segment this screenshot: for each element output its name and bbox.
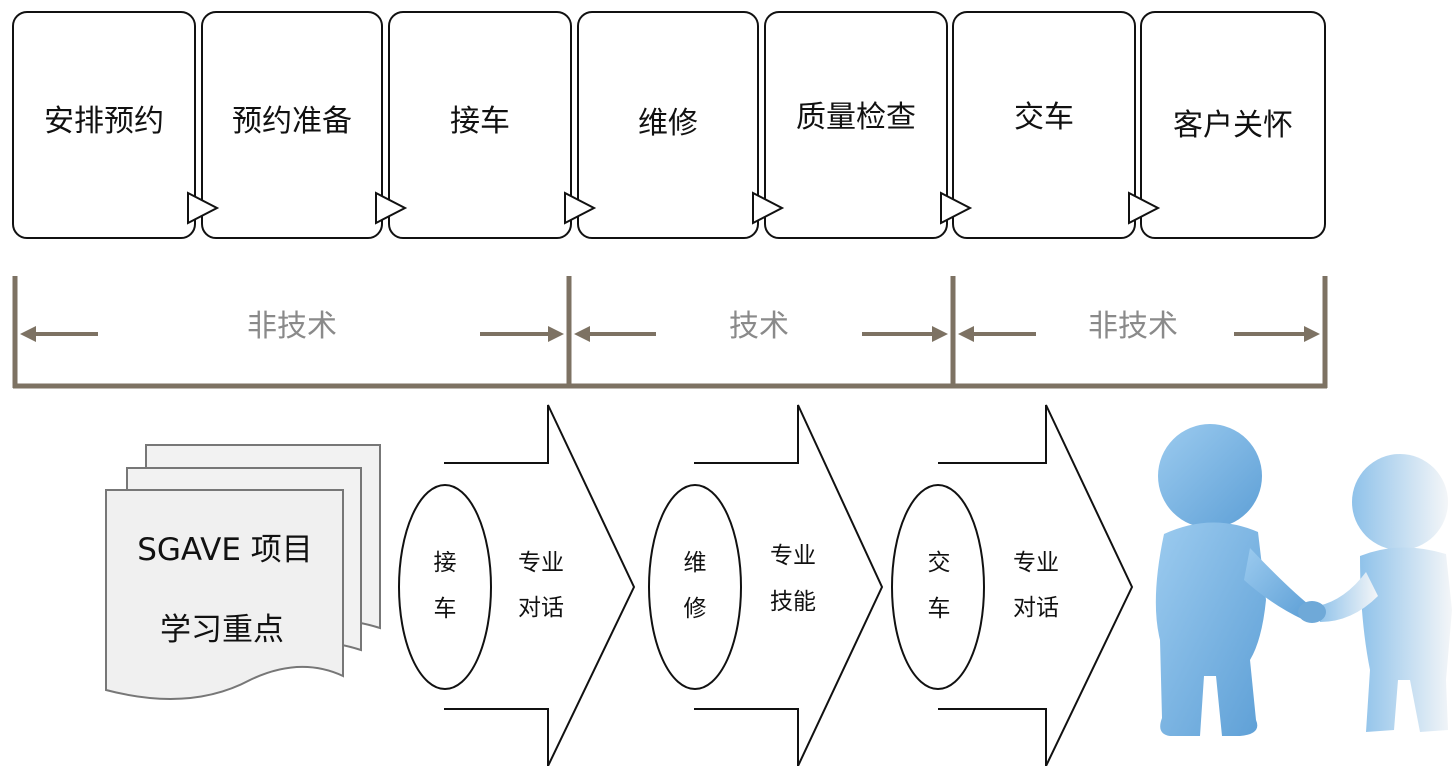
phase-label-technical: 技术 bbox=[729, 309, 789, 344]
arrow-left-icon bbox=[574, 326, 590, 342]
stage-text: 交 bbox=[928, 550, 951, 576]
step-label: 质量检查 bbox=[796, 100, 916, 135]
step-label: 维修 bbox=[638, 106, 698, 141]
step-6: 交车 bbox=[952, 11, 1136, 239]
stage-text: 接 bbox=[434, 550, 457, 576]
phase-label-non-technical: 非技术 bbox=[1088, 309, 1178, 344]
phase-arrows bbox=[20, 326, 1320, 342]
arrow-left-icon bbox=[958, 326, 974, 342]
handshake-icon bbox=[1298, 601, 1326, 623]
step-1: 安排预约 bbox=[12, 11, 196, 239]
document-title: SGAVE 项目 bbox=[137, 532, 313, 568]
step-3: 接车 bbox=[388, 11, 572, 239]
step-label: 安排预约 bbox=[44, 104, 164, 139]
step-label: 接车 bbox=[450, 104, 510, 139]
step-label: 交车 bbox=[1014, 100, 1074, 135]
document-subtitle: 学习重点 bbox=[160, 612, 284, 648]
stage-text: 车 bbox=[434, 596, 457, 622]
step-label: 客户关怀 bbox=[1173, 108, 1293, 143]
focus-text: 专业 bbox=[1013, 550, 1059, 576]
connector-arrow-icon bbox=[752, 191, 785, 225]
arrow-right-icon bbox=[932, 326, 948, 342]
arrow-left-icon bbox=[20, 326, 36, 342]
stage-text: 修 bbox=[684, 596, 707, 622]
connector-arrow-icon bbox=[1128, 191, 1161, 225]
focus-text: 专业 bbox=[518, 550, 564, 576]
arrow-right-icon bbox=[548, 326, 564, 342]
person-left-icon bbox=[1155, 424, 1308, 736]
arrow-right-icon bbox=[1304, 326, 1320, 342]
focus-text: 专业 bbox=[770, 543, 816, 569]
stage-text: 车 bbox=[928, 596, 951, 622]
focus-arrow-2: 维 修 专业 技能 bbox=[648, 404, 884, 766]
focus-text: 对话 bbox=[518, 595, 564, 621]
connector-arrow-icon bbox=[187, 191, 220, 225]
phase-bracket bbox=[12, 276, 1328, 389]
step-connectors bbox=[187, 191, 1161, 225]
focus-arrow-1: 接 车 专业 对话 bbox=[398, 404, 636, 766]
person-right-icon bbox=[1318, 454, 1452, 732]
step-2: 预约准备 bbox=[201, 11, 383, 239]
step-label: 预约准备 bbox=[232, 104, 352, 139]
connector-arrow-icon bbox=[940, 191, 973, 225]
focus-arrow-3: 交 车 专业 对话 bbox=[891, 404, 1134, 766]
step-5: 质量检查 bbox=[764, 11, 948, 239]
phase-label-non-technical: 非技术 bbox=[247, 309, 337, 344]
stage-text: 维 bbox=[684, 550, 707, 576]
focus-text: 技能 bbox=[770, 589, 816, 615]
learning-focus-document: SGAVE 项目 学习重点 bbox=[105, 444, 381, 700]
connector-arrow-icon bbox=[375, 191, 408, 225]
step-7: 客户关怀 bbox=[1140, 11, 1326, 239]
connector-arrow-icon bbox=[564, 191, 597, 225]
handshake-figures bbox=[1155, 424, 1452, 736]
step-4: 维修 bbox=[577, 11, 759, 239]
focus-text: 对话 bbox=[1013, 595, 1059, 621]
